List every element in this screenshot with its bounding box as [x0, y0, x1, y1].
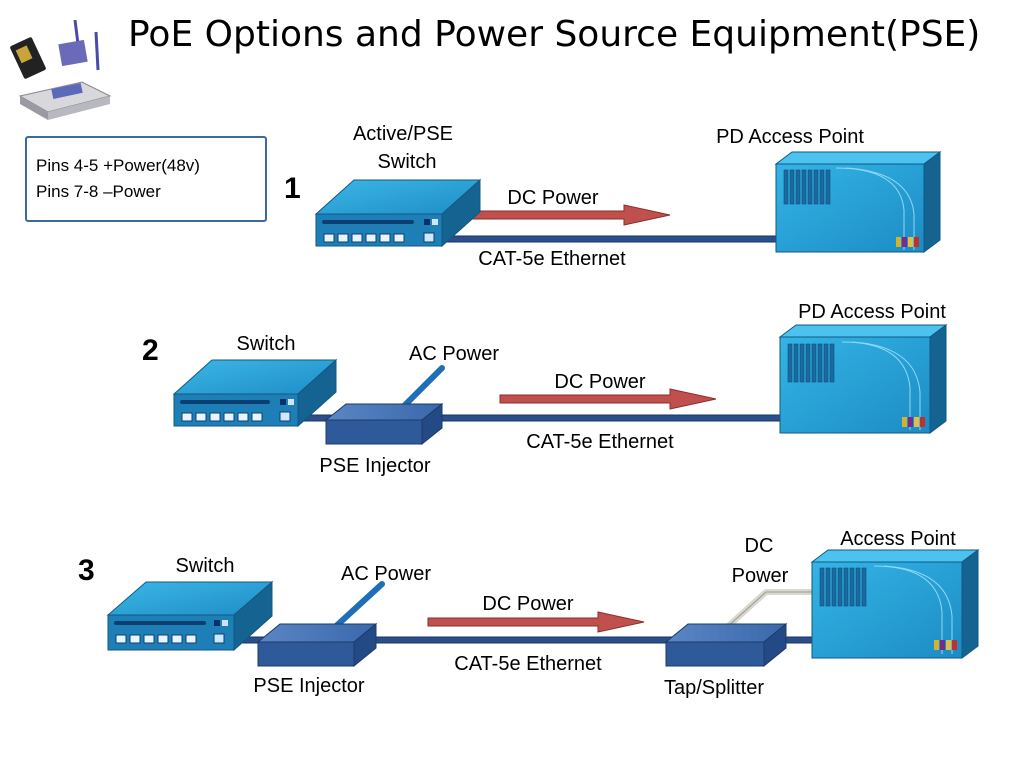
tap-dc-power-label: DC	[745, 535, 774, 557]
injector-label: PSE Injector	[253, 675, 365, 697]
dc-power-arrow	[499, 388, 717, 410]
cable-label: CAT-5e Ethernet	[478, 248, 626, 270]
dc-power-arrow	[453, 204, 671, 226]
scenario-2: 2 Switch AC Power PD Access Point CAT-5e…	[142, 301, 948, 477]
access-point-device	[810, 549, 980, 659]
ac-power-label: AC Power	[341, 563, 431, 585]
dc-power-arrow	[427, 611, 645, 633]
access-point-device	[774, 151, 942, 253]
wireless-router-icon	[10, 19, 112, 120]
ac-power-label: AC Power	[409, 343, 499, 365]
ac-power-cord	[401, 365, 445, 409]
ac-power-cord	[331, 581, 385, 631]
access-point-device	[778, 324, 948, 434]
pse-injector-device	[256, 622, 378, 668]
scenario-3: 3 Switch AC Power Access Point DC Power …	[78, 528, 980, 699]
scenario-1: 1 Active/PSE Switch PD Access Point CAT-…	[284, 123, 942, 270]
pse-injector-device	[324, 402, 444, 446]
switch-device	[172, 358, 338, 428]
dc-power-label: DC Power	[554, 371, 645, 393]
ethernet-cable	[429, 235, 781, 243]
scenario-number: 2	[142, 334, 159, 367]
access-point-label: PD Access Point	[798, 301, 946, 323]
cable-label: CAT-5e Ethernet	[454, 653, 602, 675]
injector-label: PSE Injector	[319, 455, 431, 477]
tap-dc-power-label: Power	[732, 565, 789, 587]
switch-label: Switch	[237, 333, 296, 355]
tap-dc-power-cord-edge	[725, 591, 814, 629]
switch-device	[314, 178, 482, 248]
access-point-label: PD Access Point	[716, 126, 864, 148]
scenario-number: 1	[284, 172, 301, 205]
pins-box	[25, 136, 267, 222]
pins-line-1: Pins 4-5 +Power(48v)	[36, 156, 200, 175]
switch-label: Switch	[176, 555, 235, 577]
scenario-number: 3	[78, 554, 95, 587]
dc-power-label: DC Power	[507, 187, 598, 209]
dc-power-label: DC Power	[482, 593, 573, 615]
cable-label: CAT-5e Ethernet	[526, 431, 674, 453]
switch-device	[106, 580, 274, 652]
page-title: PoE Options and Power Source Equipment(P…	[128, 14, 981, 55]
switch-label: Active/PSE	[353, 123, 453, 145]
tap-dc-power-cord	[723, 589, 814, 631]
splitter-label: Tap/Splitter	[664, 677, 764, 699]
switch-label: Switch	[378, 151, 437, 173]
tap-splitter-device	[664, 622, 788, 668]
access-point-label: Access Point	[840, 528, 956, 550]
pins-line-2: Pins 7-8 –Power	[36, 182, 161, 201]
